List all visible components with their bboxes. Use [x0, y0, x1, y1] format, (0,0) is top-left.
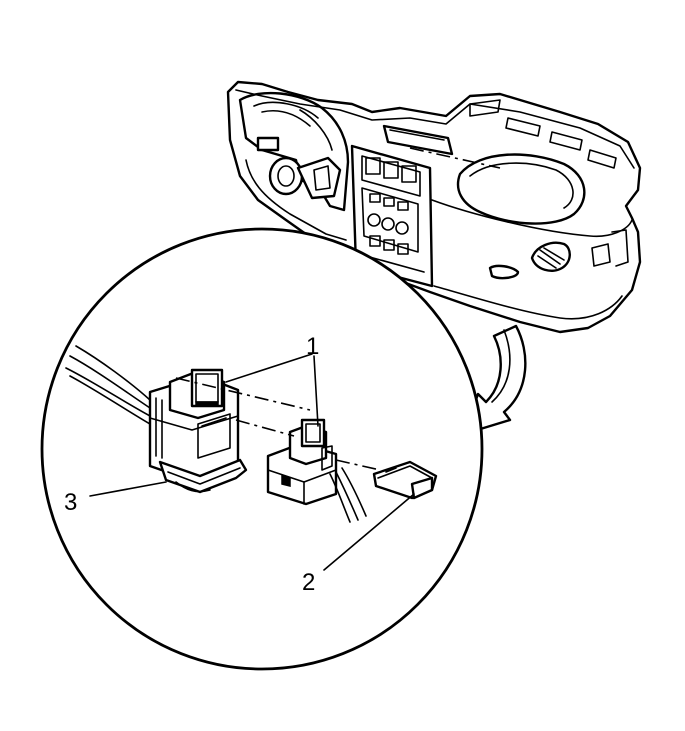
detail-magnifier	[40, 227, 484, 671]
wire-harness	[65, 345, 151, 425]
callout-3-label: 3	[64, 489, 77, 516]
callout-2-label: 2	[302, 569, 315, 596]
connector-3-housing	[148, 368, 248, 494]
connector-mating-half	[266, 418, 367, 523]
leader-lines	[89, 353, 415, 571]
callout-1-label: 1	[306, 333, 319, 360]
alignment-lines	[175, 377, 381, 471]
instrument-panel	[226, 80, 642, 334]
terminal-2	[372, 460, 438, 500]
